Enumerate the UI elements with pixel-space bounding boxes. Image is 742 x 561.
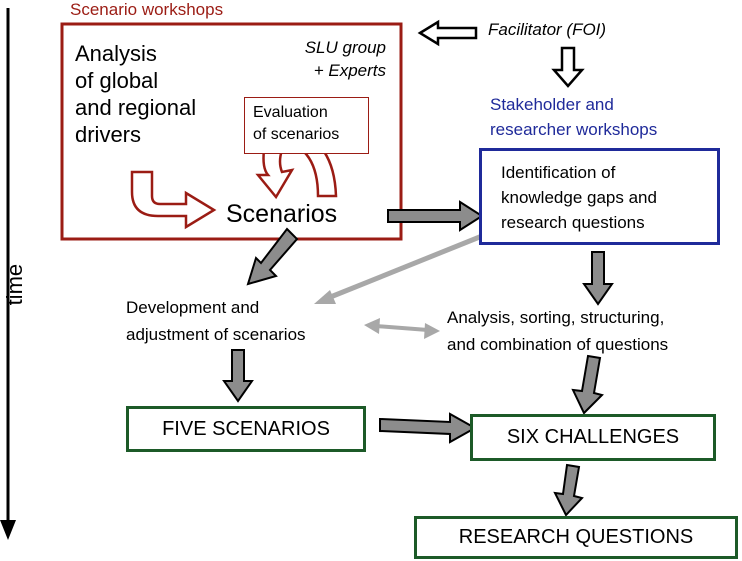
- analysis-questions-line: and combination of questions: [447, 335, 669, 354]
- six-challenges-box: SIX CHALLENGES: [470, 414, 716, 461]
- evaluation-line: of scenarios: [253, 126, 340, 143]
- six-challenges-to-research-questions-arrow: [553, 463, 584, 517]
- scenario-workshops-title: Scenario workshops: [70, 0, 224, 19]
- scenario-workshops-box: [60, 22, 403, 241]
- facilitator-down-arrow: [551, 46, 585, 88]
- development-text: Development and adjustment of scenarios: [126, 294, 306, 348]
- analysis-questions-text: Analysis, sorting, structuring, and comb…: [447, 304, 668, 358]
- stakeholder-title-line: researcher workshops: [490, 120, 658, 139]
- group-line: + Experts: [313, 61, 386, 80]
- analysis-line: drivers: [75, 122, 142, 147]
- analysis-drivers-text: Analysis of global and regional drivers: [75, 40, 196, 148]
- evaluation-box: Evaluation of scenarios: [244, 97, 369, 154]
- scenarios-label: Scenarios: [226, 200, 338, 228]
- stakeholder-workshops-title: Stakeholder and researcher workshops: [490, 92, 657, 142]
- evaluation-line: Evaluation: [253, 104, 328, 121]
- analysis-to-six-challenges-arrow: [571, 354, 604, 415]
- analysis-line: Analysis: [75, 41, 157, 66]
- identification-to-development-feedback-arrow: [314, 229, 493, 304]
- stakeholder-title-line: Stakeholder and: [490, 95, 614, 114]
- time-axis-label: time: [2, 263, 28, 306]
- scenarios-to-development-arrow: [246, 227, 299, 286]
- development-line: adjustment of scenarios: [126, 325, 306, 344]
- identification-box: Identification of knowledge gaps and res…: [479, 148, 720, 245]
- research-questions-label: RESEARCH QUESTIONS: [458, 526, 694, 548]
- five-scenarios-label: FIVE SCENARIOS: [162, 418, 330, 440]
- development-line: Development and: [126, 298, 260, 317]
- six-challenges-label: SIX CHALLENGES: [506, 426, 680, 448]
- drivers-to-scenarios-arrow: [130, 170, 217, 230]
- development-analysis-bidirectional-arrow: [364, 318, 440, 339]
- analysis-line: and regional: [75, 95, 197, 120]
- identification-line: research questions: [501, 213, 645, 232]
- analysis-line: of global: [75, 68, 159, 93]
- identification-to-analysis-arrow: [582, 251, 614, 306]
- identification-line: knowledge gaps and: [501, 188, 657, 207]
- development-to-five-scenarios-arrow: [222, 349, 254, 403]
- scenarios-to-identification-arrow: [387, 200, 484, 232]
- slu-group-text: SLU group + Experts: [305, 36, 386, 82]
- group-line: SLU group: [304, 38, 386, 57]
- five-scenarios-box: FIVE SCENARIOS: [126, 406, 366, 452]
- analysis-questions-line: Analysis, sorting, structuring,: [447, 308, 665, 327]
- facilitator-left-arrow: [417, 19, 478, 47]
- five-scenarios-to-six-challenges-arrow: [379, 412, 478, 444]
- research-questions-box: RESEARCH QUESTIONS: [414, 516, 738, 559]
- time-axis-arrow: [0, 8, 16, 540]
- identification-line: Identification of: [501, 163, 616, 182]
- facilitator-label: Facilitator (FOI): [488, 20, 607, 39]
